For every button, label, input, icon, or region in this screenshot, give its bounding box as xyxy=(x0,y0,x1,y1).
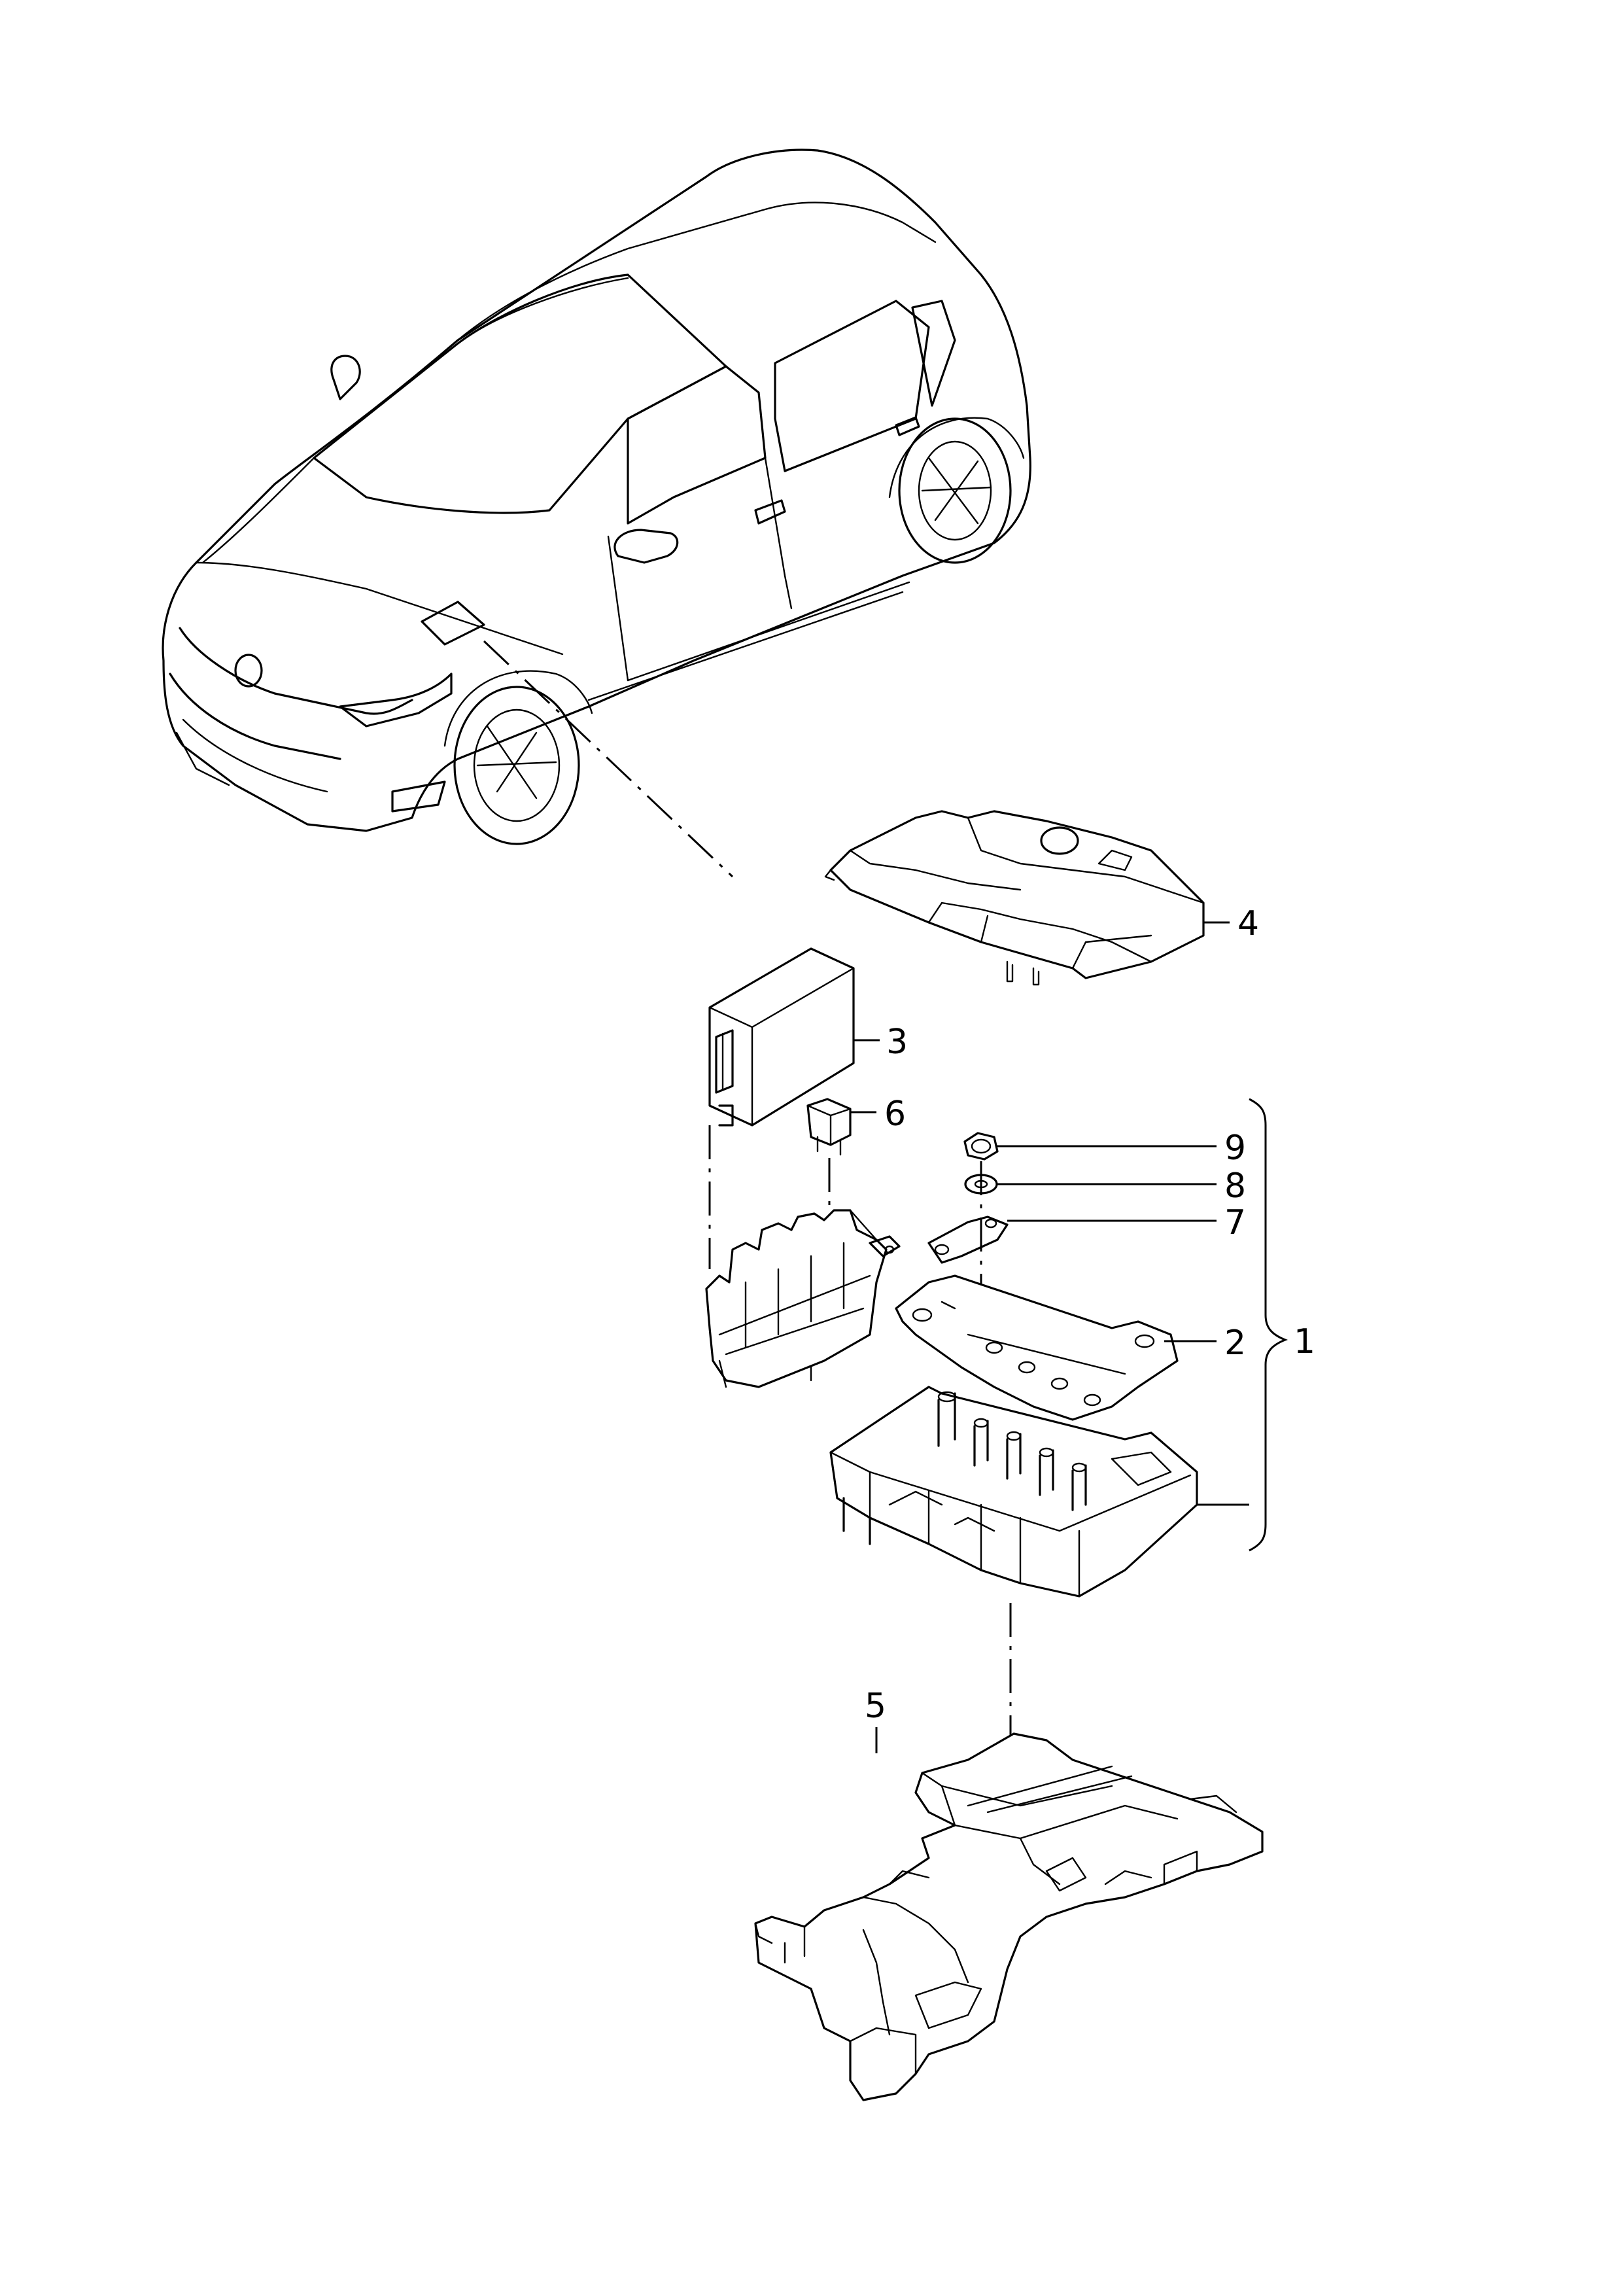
callout-9: 9 xyxy=(1224,1129,1246,1168)
part-1-fusebox-base xyxy=(829,1386,1198,1598)
relay-holder xyxy=(705,1209,901,1388)
callout-4: 4 xyxy=(1237,904,1259,943)
part-6-fuse xyxy=(806,1098,852,1156)
callout-8: 8 xyxy=(1224,1166,1246,1206)
reference-centerline xyxy=(483,640,734,878)
part-4-cover xyxy=(824,810,1205,986)
callout-2: 2 xyxy=(1224,1323,1246,1363)
callout-6: 6 xyxy=(884,1095,906,1134)
part-2-busbar xyxy=(895,1274,1179,1421)
callout-1: 1 xyxy=(1294,1322,1315,1361)
callout-7: 7 xyxy=(1224,1203,1246,1242)
callout-5: 5 xyxy=(865,1687,886,1726)
callout-3: 3 xyxy=(886,1023,908,1062)
part-3-relay xyxy=(708,947,855,1127)
part-7-bracket xyxy=(927,1216,1009,1264)
leader-lines xyxy=(850,921,1288,1753)
part-5-tray xyxy=(754,1732,1264,2101)
vehicle-illustration xyxy=(162,149,1031,845)
location-marker-icon xyxy=(421,601,485,646)
bracket-1 xyxy=(1249,1098,1288,1552)
part-9-nut xyxy=(963,1132,999,1161)
